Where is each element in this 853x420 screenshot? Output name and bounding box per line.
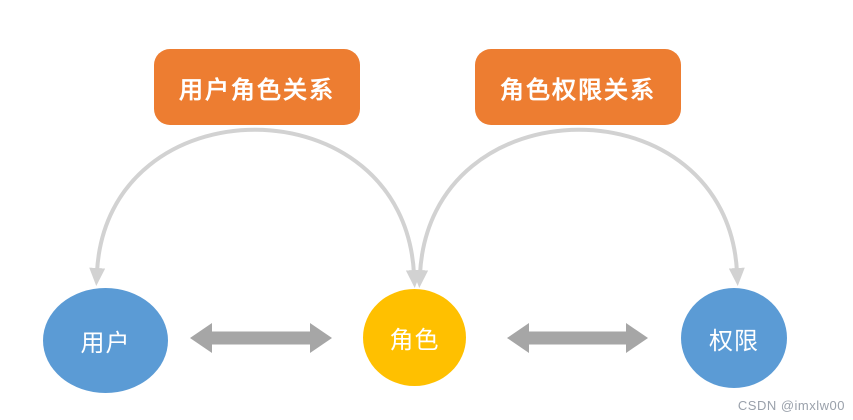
node-role: 角色 [363,289,466,386]
arc-role-permission [412,127,745,288]
double-arrow-role-permission [507,323,648,353]
arc-user-role [89,127,422,288]
relation-label-role-permission: 角色权限关系 [475,49,681,125]
watermark: CSDN @imxlw00 [737,398,845,413]
double-arrow-user-role [190,323,332,353]
relation-label-user-role: 用户角色关系 [154,49,360,125]
node-user: 用户 [43,288,168,393]
node-permission: 权限 [681,288,787,388]
